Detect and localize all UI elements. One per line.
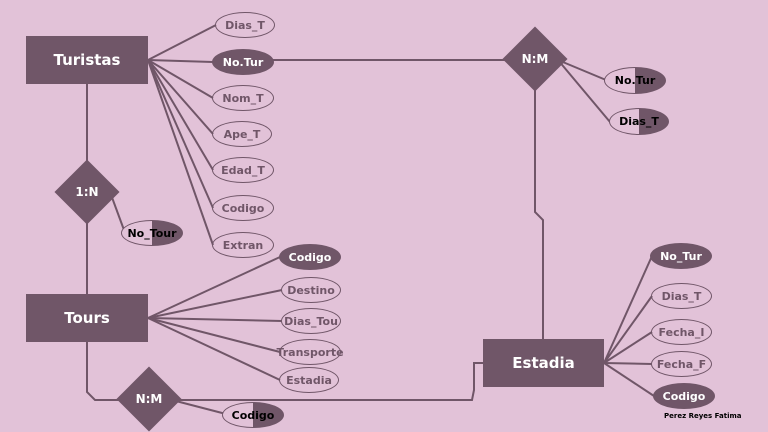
attribute-nom-t[interactable]: Nom_T: [212, 85, 274, 111]
attribute-ape-t[interactable]: Ape_T: [212, 121, 272, 147]
entity-estadia[interactable]: Estadia: [483, 339, 604, 387]
relation-label: 1:N: [75, 185, 99, 199]
relation-turistas-tours[interactable]: 1:N: [54, 159, 120, 225]
attribute-estadia-no-tur[interactable]: No_Tur: [650, 243, 712, 269]
attribute-dias-t-rel[interactable]: Dias_T: [609, 108, 669, 135]
attribute-no-tur-key[interactable]: No.Tur: [212, 49, 274, 75]
attribute-fecha-f[interactable]: Fecha_F: [651, 351, 712, 377]
relation-label: N:M: [521, 52, 549, 66]
attribute-no-tur-rel[interactable]: No.Tur: [604, 67, 666, 94]
relation-tours-estadia[interactable]: N:M: [116, 366, 182, 432]
attribute-dias-t[interactable]: Dias_T: [215, 12, 275, 38]
attribute-extran[interactable]: Extran: [212, 232, 274, 258]
attribute-estadia-codigo[interactable]: Codigo: [653, 383, 715, 409]
attribute-transporte[interactable]: Transporte: [276, 339, 344, 365]
attribute-codigo-rel[interactable]: Codigo: [222, 402, 284, 428]
attribute-edad-t[interactable]: Edad_T: [212, 157, 274, 183]
attribute-fecha-i[interactable]: Fecha_I: [651, 319, 712, 345]
attribute-no-tour[interactable]: No_Tour: [121, 220, 183, 246]
attribute-dias-tou[interactable]: Dias_Tou: [281, 308, 341, 334]
attribute-codigo[interactable]: Codigo: [212, 195, 274, 221]
attribute-tours-codigo[interactable]: Codigo: [279, 244, 341, 270]
attribute-destino[interactable]: Destino: [281, 277, 341, 303]
attribute-estadia[interactable]: Estadia: [279, 367, 339, 393]
attribute-estadia-dias-t[interactable]: Dias_T: [651, 283, 712, 309]
entity-tours[interactable]: Tours: [26, 294, 148, 342]
relation-label: N:M: [135, 392, 163, 406]
author-credit: Perez Reyes Fatima: [664, 412, 742, 420]
relation-turistas-estadia[interactable]: N:M: [502, 26, 568, 92]
entity-turistas[interactable]: Turistas: [26, 36, 148, 84]
